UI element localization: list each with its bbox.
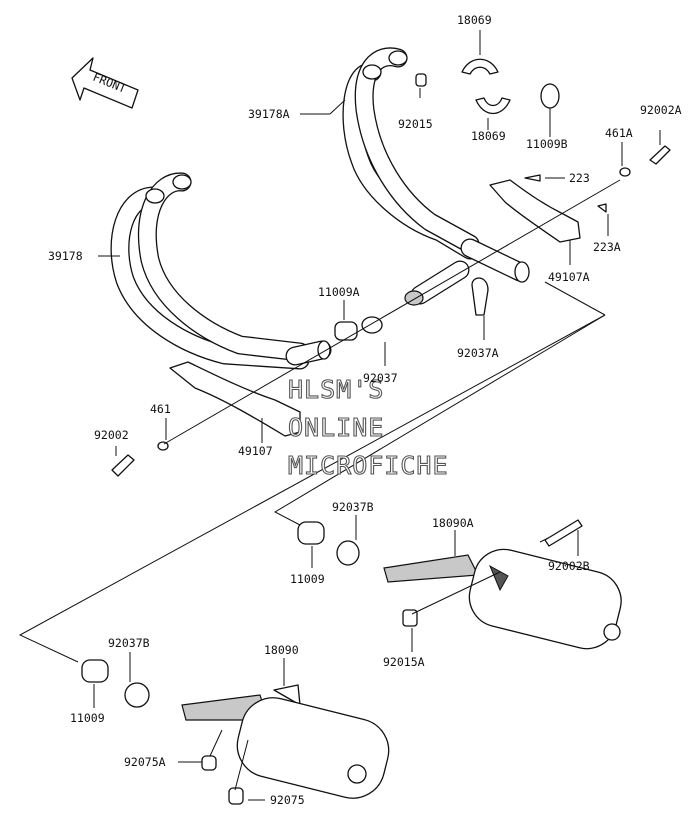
label-461A: 461A <box>605 126 633 140</box>
bolt-92002A <box>649 145 671 165</box>
header-pipe-39178A <box>342 47 530 306</box>
label-92037B-low: 92037B <box>108 636 150 650</box>
heat-guard-49107A <box>489 179 581 243</box>
label-92037A: 92037A <box>457 346 499 360</box>
watermark-line-2: ONLINE <box>288 413 384 442</box>
label-92002A: 92002A <box>640 103 682 117</box>
guide-line-upper <box>544 281 606 316</box>
heat-guard-49107 <box>169 361 301 437</box>
header-pipe-39178 <box>110 172 332 370</box>
label-11009B: 11009B <box>526 137 568 151</box>
watermark-line-3: MICROFICHE <box>288 451 449 480</box>
front-arrow: FRONT <box>71 57 139 109</box>
washer-461A <box>619 167 631 177</box>
gasket-11009-mid <box>297 521 325 545</box>
label-92002B: 92002B <box>548 559 590 573</box>
label-92075: 92075 <box>270 793 305 807</box>
guide-line-mid <box>273 314 606 526</box>
rubber-92075 <box>228 787 244 805</box>
label-223: 223 <box>569 171 590 185</box>
label-11009-low: 11009 <box>70 711 105 725</box>
watermark-line-1: HLSM'S <box>288 375 384 404</box>
rubber-92075A <box>201 755 217 771</box>
leader-lines <box>93 30 661 801</box>
label-92037B-mid: 92037B <box>332 500 374 514</box>
washer-461 <box>157 441 169 451</box>
label-92037: 92037 <box>363 371 398 385</box>
label-39178A: 39178A <box>248 107 290 121</box>
nut-92015 <box>415 73 427 87</box>
label-223A: 223A <box>593 240 621 254</box>
label-18090: 18090 <box>264 643 299 657</box>
label-92002: 92002 <box>94 428 129 442</box>
muffler-18090 <box>181 684 390 799</box>
label-92015A: 92015A <box>383 655 425 669</box>
label-11009A: 11009A <box>318 285 360 299</box>
clamp-92037A <box>471 277 489 316</box>
label-92075A: 92075A <box>124 755 166 769</box>
bolt-92002B <box>544 519 583 547</box>
label-49107A: 49107A <box>548 270 590 284</box>
bolt-92002 <box>111 454 135 477</box>
nut-92015A <box>402 609 418 627</box>
label-18090A: 18090A <box>432 516 474 530</box>
label-49107: 49107 <box>238 444 273 458</box>
screw-223A <box>597 203 607 213</box>
assembly-guide-lines <box>18 281 606 663</box>
clamp-92037B-mid <box>336 540 360 566</box>
screw-223 <box>524 174 541 182</box>
label-461: 461 <box>150 402 171 416</box>
muffler-18090A <box>383 523 622 650</box>
clamp-18069-top <box>461 58 499 75</box>
watermark: HLSM'S ONLINE MICROFICHE <box>287 374 449 480</box>
label-18069-bottom: 18069 <box>471 129 506 143</box>
clamp-18069-bottom <box>475 97 511 115</box>
part-labels: 18069 18069 39178A 92015 11009B 92002A 4… <box>48 13 682 807</box>
gasket-11009-low <box>81 659 109 683</box>
label-92015: 92015 <box>398 117 433 131</box>
guide-line-lower <box>18 314 606 663</box>
label-39178: 39178 <box>48 249 83 263</box>
label-11009-mid: 11009 <box>290 572 325 586</box>
gasket-11009A <box>334 321 358 341</box>
clamp-92037B-low <box>124 682 150 708</box>
label-18069-top: 18069 <box>457 13 492 27</box>
gasket-11009B <box>540 83 560 109</box>
